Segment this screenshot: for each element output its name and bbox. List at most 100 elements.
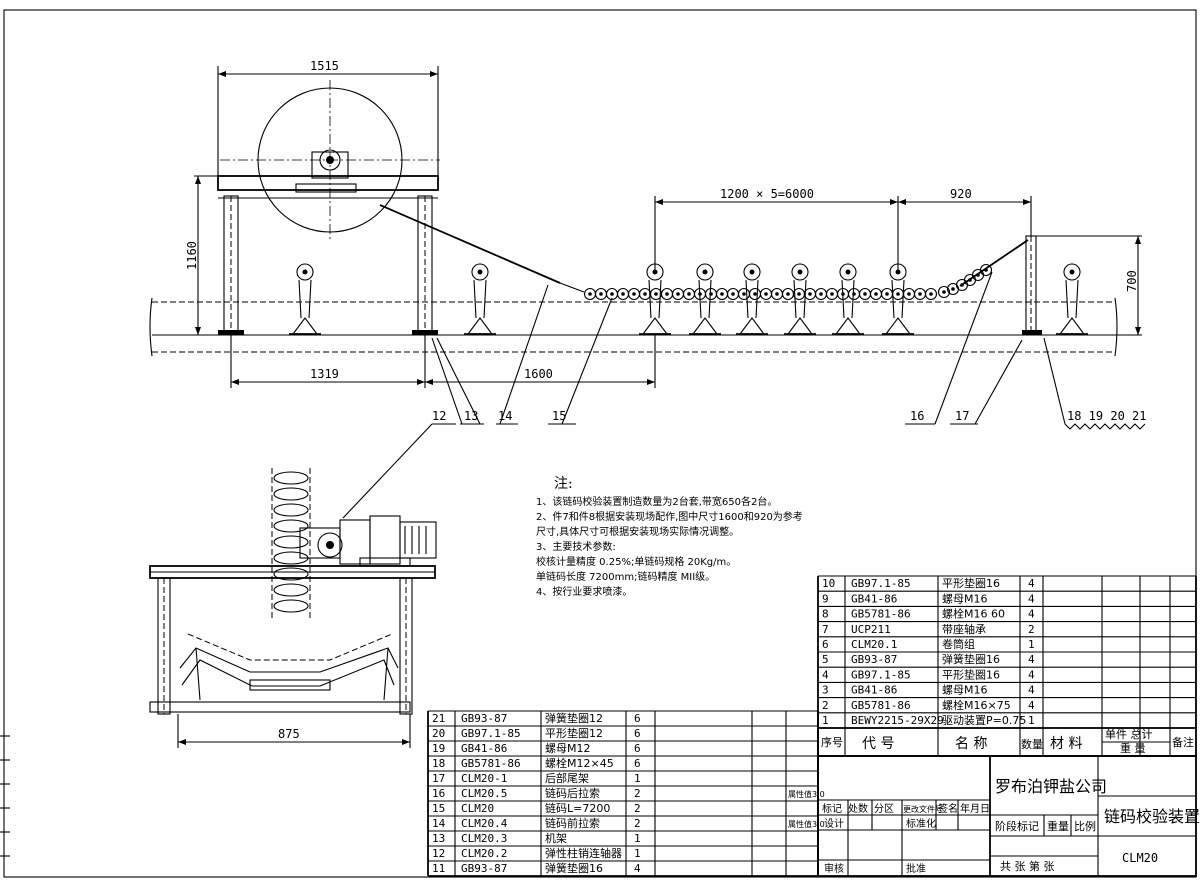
chain-roller [638, 287, 652, 301]
part-qty: 4 [1028, 653, 1035, 666]
part-code: GB41-86 [461, 742, 507, 755]
hdr-name: 名 称 [955, 736, 987, 752]
part-qty: 4 [1028, 577, 1035, 590]
part-qty: 2 [1028, 623, 1035, 636]
stack-link [273, 583, 309, 597]
chain-roller [605, 287, 619, 301]
hdr-qty: 数量 [1021, 738, 1043, 751]
margin-ticks [0, 735, 10, 857]
dim-side-width: 875 [278, 727, 300, 741]
part-qty: 1 [634, 772, 641, 785]
part-name: 平形垫圈16 [942, 576, 1000, 590]
part-code: BEWY2215-29X29 [851, 714, 944, 727]
part-name: 螺母M16 [942, 592, 988, 605]
company-name: 罗布泊钾盐公司 [995, 777, 1107, 796]
note-line: 1、该链码校验装置制造数量为2台套,带宽650各2台。 [536, 495, 777, 508]
part-name: 平形垫圈16 [942, 667, 1000, 681]
part-no: 3 [822, 684, 829, 697]
side-view: 12 [149, 409, 456, 748]
rev-mark: 标记 [822, 803, 842, 815]
callout-16: 16 [910, 409, 924, 423]
callout-leaders [431, 271, 1146, 430]
part-qty: 2 [634, 802, 641, 815]
part-code: CLM20.5 [461, 787, 507, 800]
chain-roller [616, 287, 630, 301]
stack-link [273, 599, 309, 613]
part-code: GB97.1-85 [461, 727, 521, 740]
part-qty: 6 [634, 712, 641, 725]
part-qty: 1 [634, 847, 641, 860]
part-qty: 4 [1028, 684, 1035, 697]
drawing-border [3, 9, 1197, 878]
idler-stand [289, 263, 321, 335]
callout-18-21: 18 19 20 21 [1067, 409, 1146, 423]
chain-roller [825, 287, 839, 301]
chain-roller [891, 287, 905, 301]
part-no: 13 [432, 832, 445, 845]
note-line: 4、按行业要求喷漆。 [536, 585, 632, 598]
stack-link [273, 535, 309, 549]
dim-top-width: 1515 [310, 59, 339, 73]
part-name: 平形垫圈12 [545, 726, 603, 740]
chain-roller [627, 287, 641, 301]
hdr-code: 代 号 [862, 736, 894, 752]
part-no: 16 [432, 787, 445, 800]
part-qty: 4 [1028, 592, 1035, 605]
part-no: 8 [822, 608, 829, 621]
note-line: 3、主要技术参数: [536, 540, 616, 553]
rev-zone: 分区 [874, 803, 894, 815]
file-attr-2: 属性值3.0 [788, 819, 825, 829]
idler-stand [832, 263, 864, 335]
part-name: 链码后拉索 [545, 786, 600, 800]
part-qty: 2 [634, 787, 641, 800]
rev-date: 年月日 [960, 802, 990, 815]
part-qty: 4 [1028, 668, 1035, 681]
drawing-number: CLM20 [1122, 851, 1158, 865]
part-code: GB97.1-85 [851, 668, 911, 681]
drive-unit [299, 515, 437, 567]
part-qty: 1 [1028, 714, 1035, 727]
part-no: 15 [432, 802, 445, 815]
part-code: GB41-86 [851, 592, 897, 605]
chain-roller [715, 287, 729, 301]
callout-17: 17 [955, 409, 969, 423]
part-code: GB93-87 [461, 712, 507, 725]
part-qty: 6 [634, 742, 641, 755]
part-qty: 6 [634, 757, 641, 770]
dim-pitch: 1200 × 5=6000 [720, 187, 814, 201]
part-no: 17 [432, 772, 445, 785]
notes: 注: 1、该链码校验装置制造数量为2台套,带宽650各2台。 2、件7和件8根据… [536, 476, 803, 598]
part-qty: 6 [634, 727, 641, 740]
part-no: 21 [432, 712, 445, 725]
parts-header: 序号 代 号 名 称 数量 材 料 单件 总计 重 量 备注 [817, 727, 1197, 757]
chain-roller [748, 287, 762, 301]
design-label: 设计 [824, 817, 844, 830]
chain-roller [583, 287, 597, 301]
callout-13: 13 [464, 409, 478, 423]
standard-label: 标准化 [906, 817, 936, 830]
part-code: CLM20.1 [851, 638, 897, 651]
hdr-no: 序号 [821, 735, 843, 749]
notes-title: 注: [554, 476, 573, 492]
sheet-label: 共 张 第 张 [1000, 859, 1055, 873]
chain-roller [781, 287, 795, 301]
part-code: UCP211 [851, 623, 891, 636]
review-label: 审核 [824, 862, 844, 875]
part-qty: 4 [1028, 699, 1035, 712]
idler-stand [689, 263, 721, 335]
part-no: 5 [822, 653, 829, 666]
idler-stand [882, 263, 914, 335]
chain-roller [869, 287, 883, 301]
callout-12: 12 [432, 409, 446, 423]
idler-stand [736, 263, 768, 335]
chain-roller [671, 287, 685, 301]
chain-roller [858, 287, 872, 301]
